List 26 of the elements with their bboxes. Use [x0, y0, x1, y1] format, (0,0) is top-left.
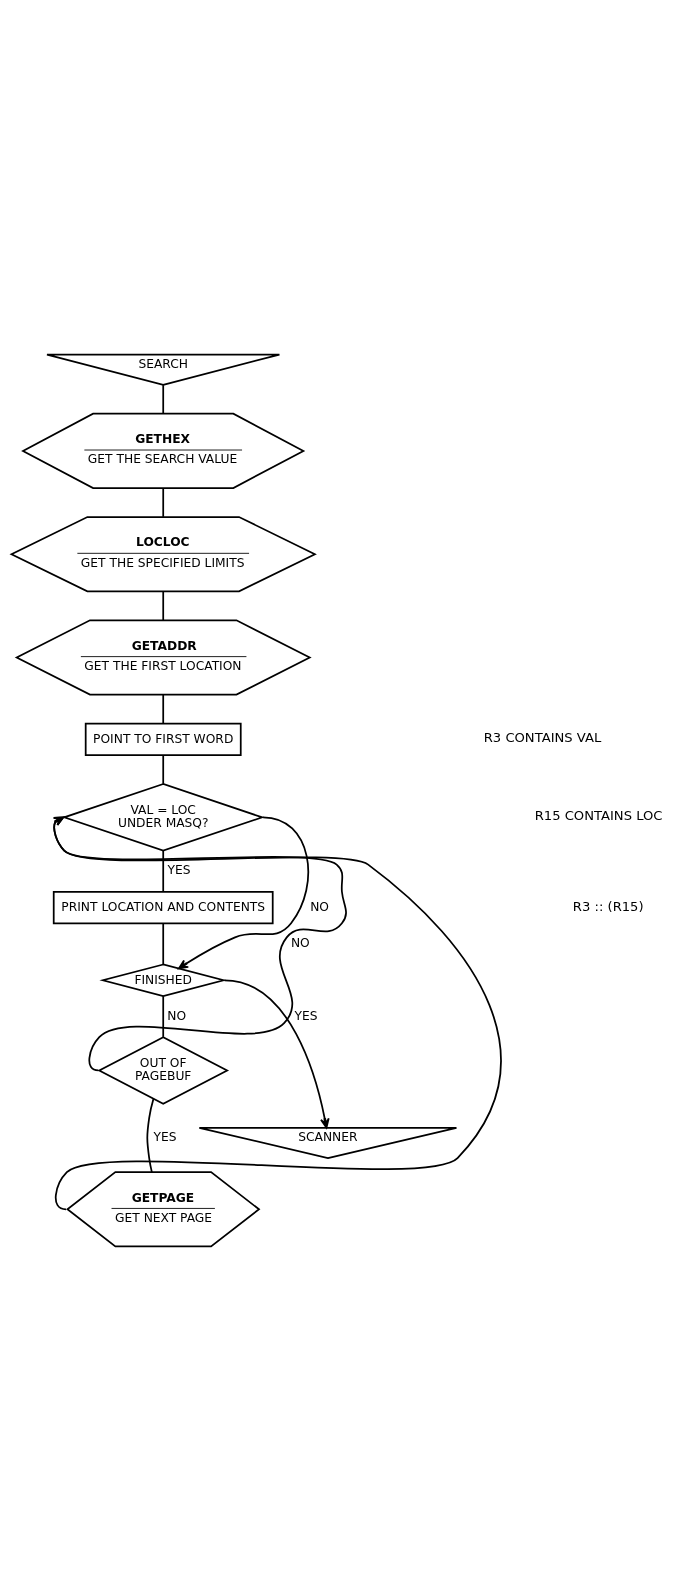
edge-label: NO	[290, 935, 310, 950]
label: R15 CONTAINS LOC	[534, 807, 663, 823]
arrow	[223, 978, 330, 1129]
label: R3 CONTAINS VAL	[483, 729, 602, 745]
arrow	[52, 815, 347, 1071]
edge-label: NO	[167, 1008, 187, 1023]
edge-label: YES	[294, 1008, 318, 1023]
connector	[162, 753, 165, 785]
node-diamond: OUT OF PAGEBUF	[97, 1035, 230, 1105]
connector	[146, 1097, 155, 1173]
connector	[162, 994, 165, 1038]
edge-label: YES	[153, 1129, 177, 1144]
node-diamond: FINISHED	[99, 963, 227, 997]
connector	[162, 693, 165, 724]
connector	[162, 486, 165, 518]
arrow	[177, 815, 309, 969]
edge-label: NO	[310, 899, 329, 914]
edge-label: YES	[167, 862, 191, 877]
node-box: PRINT LOCATION AND CONTENTS	[52, 890, 274, 924]
connector	[162, 849, 165, 892]
connector	[162, 922, 165, 965]
label: R3 :: (R15)	[572, 898, 644, 914]
connector	[162, 590, 165, 621]
connector	[162, 383, 165, 414]
node-box: POINT TO FIRST WORD	[84, 722, 242, 756]
node-diamond: VAL = LOC UNDER MASQ?	[61, 782, 265, 852]
